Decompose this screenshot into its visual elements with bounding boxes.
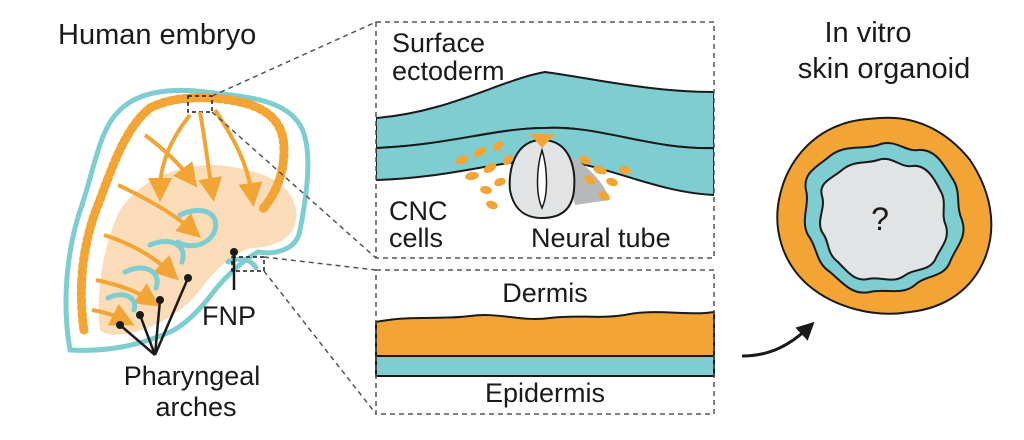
- organoid-question-mark: ?: [871, 201, 889, 237]
- neural-panel-frame: [375, 21, 715, 259]
- migration-arrow: [117, 183, 201, 238]
- surface-ectoderm-label-line2: ectoderm: [392, 56, 505, 86]
- migration-arrow: [95, 278, 160, 307]
- fnp-curve: [225, 256, 259, 271]
- skin-panel: [375, 269, 715, 415]
- migration-arrow: [91, 303, 135, 326]
- arch-curve: [175, 208, 219, 249]
- dermis-label: Dermis: [502, 278, 588, 308]
- embryo-illustration: [63, 87, 311, 356]
- embryo-zoom-box-face: [231, 256, 265, 272]
- arches-label-line1: Pharyngeal: [124, 361, 261, 391]
- organoid-arrow: [741, 321, 815, 358]
- zoom-connectors: [211, 21, 377, 415]
- embryo-ectoderm-outline: [63, 87, 311, 353]
- arches-label-line2: arches: [155, 392, 236, 422]
- arches-pointer-dots: [116, 274, 192, 329]
- epidermis-layer: [375, 355, 715, 377]
- fnp-dot: [230, 248, 238, 256]
- fnp-label: FNP: [202, 301, 256, 331]
- surface-ectoderm-label-line1: Surface: [392, 28, 485, 58]
- arches-pointers: [119, 277, 190, 356]
- dermis-layer: [375, 310, 715, 357]
- neural-panel: [375, 21, 715, 259]
- cnc-label-line1: CNC: [389, 196, 448, 226]
- migration-arrow: [143, 133, 198, 188]
- organoid-title-line1: In vitro: [824, 17, 911, 49]
- arch-curve: [122, 265, 160, 291]
- neural-tube-lumen: [536, 147, 548, 210]
- skin-panel-frame: [375, 269, 715, 415]
- neural-tube-label: Neural tube: [531, 223, 671, 253]
- arch-curve: [105, 292, 138, 313]
- migration-arrow: [198, 111, 222, 202]
- embryo-neural-crest-band: [76, 93, 289, 335]
- embryo-title: Human embryo: [58, 19, 256, 51]
- pharyngeal-arch-curves: [105, 208, 259, 313]
- organoid-title-line2: skin organoid: [798, 53, 971, 85]
- cnc-label-line2: cells: [389, 223, 443, 253]
- arch-curve: [147, 238, 186, 265]
- migration-arrow: [103, 233, 179, 281]
- cnc-cells: [455, 141, 631, 210]
- organoid-lumen: [819, 157, 948, 281]
- organoid-illustration: [776, 116, 993, 315]
- epidermis-label: Epidermis: [485, 378, 605, 408]
- neural-crest-origin: [530, 134, 555, 148]
